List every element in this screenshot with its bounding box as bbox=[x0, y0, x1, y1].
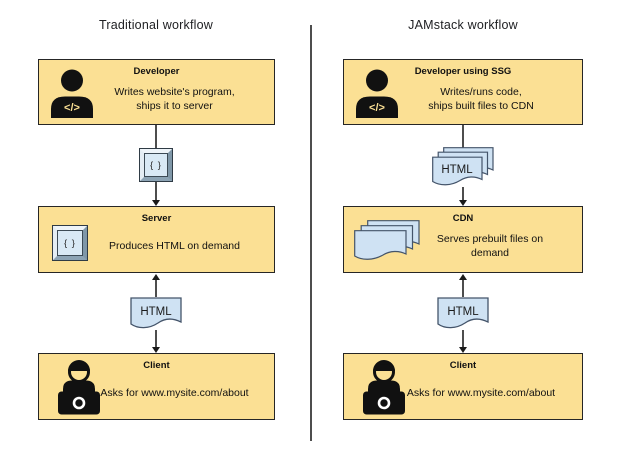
stack-front-page: HTML bbox=[432, 156, 483, 186]
developer-code-glyph: </> bbox=[369, 102, 385, 114]
arrowhead-down-icon bbox=[459, 347, 467, 353]
document-shape bbox=[437, 297, 489, 329]
body-line: Serves prebuilt files on bbox=[436, 233, 544, 246]
laptop bbox=[363, 391, 405, 415]
box-header: Developer using SSG bbox=[414, 66, 512, 77]
client-box-left: Client Asks for www.mysite.com/about bbox=[38, 353, 275, 420]
laptop bbox=[58, 391, 100, 415]
key-bevel bbox=[53, 226, 87, 260]
box-header: Server bbox=[141, 213, 172, 224]
box-header: Client bbox=[449, 360, 477, 371]
laptop-logo bbox=[377, 396, 391, 410]
box-body: Writes/runs code, ships built files to C… bbox=[396, 81, 566, 118]
html-document-icon: HTML bbox=[130, 297, 182, 331]
html-doc-label: HTML bbox=[447, 306, 479, 318]
key-face: { } bbox=[57, 230, 83, 256]
developer-head bbox=[366, 69, 388, 92]
cdn-box: CDN Serves prebuilt files on demand bbox=[343, 206, 583, 273]
key-face: { } bbox=[144, 153, 168, 177]
developer-body bbox=[51, 96, 93, 118]
braces-key-icon: { } bbox=[52, 225, 88, 261]
developer-code-glyph: </> bbox=[64, 102, 80, 114]
developer-box-left: </> Developer Writes website's program, … bbox=[38, 59, 275, 125]
box-body: Asks for www.mysite.com/about bbox=[91, 375, 258, 413]
body-line: ships it to server bbox=[136, 99, 213, 112]
column-divider bbox=[310, 25, 312, 441]
connector-line bbox=[462, 125, 464, 149]
doc-stack-icon bbox=[354, 220, 420, 260]
arrowhead-down-icon bbox=[152, 347, 160, 353]
body-line: Writes/runs code, bbox=[440, 85, 522, 98]
document-shape bbox=[130, 297, 182, 329]
developer-icon: </> bbox=[51, 69, 93, 118]
body-line: Produces HTML on demand bbox=[109, 240, 240, 253]
body-line: Asks for www.mysite.com/about bbox=[406, 387, 556, 400]
braces-key-icon: { } bbox=[139, 148, 173, 182]
connector-line bbox=[155, 182, 157, 200]
connector-line bbox=[462, 330, 464, 347]
client-shoulders bbox=[368, 380, 400, 394]
client-shoulders bbox=[63, 380, 95, 394]
laptop-logo bbox=[72, 396, 86, 410]
client-icon bbox=[363, 360, 405, 415]
body-line: ships built files to CDN bbox=[428, 99, 534, 112]
arrowhead-up-icon bbox=[152, 274, 160, 280]
server-box: { } Server Produces HTML on demand bbox=[38, 206, 275, 273]
html-doc-label: HTML bbox=[140, 306, 172, 318]
connector-line bbox=[462, 280, 464, 297]
box-body: Writes website's program, ships it to se… bbox=[91, 81, 258, 118]
box-body: Produces HTML on demand bbox=[91, 228, 258, 266]
connector-line bbox=[155, 330, 157, 347]
arrowhead-down-icon bbox=[459, 200, 467, 206]
key-bevel bbox=[140, 149, 172, 181]
developer-box-right: </> Developer using SSG Writes/runs code… bbox=[343, 59, 583, 125]
body-line: Asks for www.mysite.com/about bbox=[100, 387, 249, 400]
stack-front-page bbox=[354, 230, 407, 260]
body-line: Writes website's program, bbox=[114, 85, 235, 98]
connector-line bbox=[155, 280, 157, 297]
body-line: demand bbox=[471, 247, 509, 259]
developer-icon: </> bbox=[356, 69, 398, 118]
html-stack-label: HTML bbox=[441, 164, 473, 176]
html-document-icon: HTML bbox=[437, 297, 489, 331]
box-body: Serves prebuilt files on demand bbox=[414, 228, 566, 266]
left-column-title: Traditional workflow bbox=[99, 18, 213, 32]
developer-body bbox=[356, 96, 398, 118]
html-stack-icon: HTML bbox=[432, 147, 494, 189]
box-body: Asks for www.mysite.com/about bbox=[396, 375, 566, 413]
client-icon bbox=[58, 360, 100, 415]
arrowhead-up-icon bbox=[459, 274, 467, 280]
box-header: Client bbox=[143, 360, 170, 371]
client-box-right: Client Asks for www.mysite.com/about bbox=[343, 353, 583, 420]
arrowhead-down-icon bbox=[152, 200, 160, 206]
right-column-title: JAMstack workflow bbox=[408, 18, 518, 32]
connector-line bbox=[155, 125, 157, 148]
box-header: Developer bbox=[133, 66, 180, 77]
developer-head bbox=[61, 69, 83, 92]
box-header: CDN bbox=[452, 213, 474, 224]
connector-line bbox=[462, 187, 464, 200]
